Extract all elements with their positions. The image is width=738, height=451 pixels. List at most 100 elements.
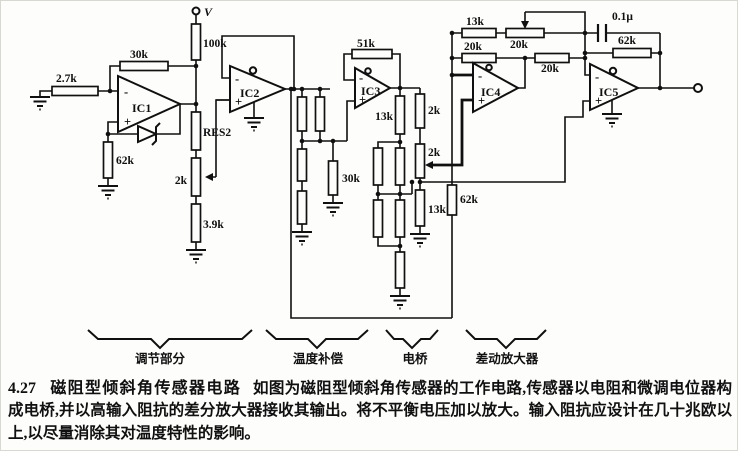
label-r-20k-b: 20k (541, 63, 560, 75)
brace-bridge (385, 329, 439, 350)
label-r-13k-lower: 13k (428, 204, 447, 216)
ic4-minus-sign: - (478, 69, 482, 83)
figure-caption: 4.27 磁阻型倾斜角传感器电路如图为磁阻型倾斜角传感器的工作电路,传感器以电阻和… (8, 377, 732, 445)
ground-symbol (389, 295, 411, 310)
label-r-20k-a: 20k (464, 41, 483, 53)
resistor-tc-b1 (314, 96, 326, 132)
wires-temp-comp (301, 89, 355, 232)
resistor-30k-feedback (119, 60, 169, 72)
opamp-ic2 (229, 64, 288, 114)
potentiometer-2k-adjust (190, 157, 202, 197)
wires-ic4-inputs (433, 73, 473, 167)
ground-symbol (243, 117, 265, 132)
section-label-adjust: 调节部分 (135, 351, 186, 366)
opamp-ic1 (117, 74, 183, 134)
section-label-temp-comp: 温度补偿 (293, 351, 344, 366)
label-r-3.9k: 3.9k (203, 219, 224, 231)
ic3-minus-sign: - (359, 71, 363, 85)
label-pot-2k-adjust: 2k (175, 175, 188, 187)
potentiometer-20k-gain (505, 27, 545, 39)
wiper-arrows (205, 21, 529, 181)
ground-symbol (409, 233, 431, 248)
label-ic5: IC5 (599, 85, 618, 99)
bridge-sensor-r4 (394, 199, 406, 238)
brace-diff-amp (465, 329, 547, 350)
label-supply-v: V (204, 5, 213, 19)
label-ic3: IC3 (361, 84, 380, 98)
ic2-plus-sign: + (235, 95, 242, 109)
supply-terminal (191, 6, 201, 16)
wires-ic3-stage (343, 53, 421, 96)
resistor-30k-ground (327, 160, 339, 196)
wires-bridge (377, 100, 590, 296)
wiper-arrow-pot-20k (521, 21, 529, 29)
resistor-13k-top (394, 95, 406, 135)
ground-symbol (185, 249, 207, 264)
ground-symbol (601, 113, 623, 128)
ground-symbol (97, 185, 119, 200)
resistor-2.7k (51, 85, 99, 97)
ic5-minus-sign: - (595, 70, 599, 84)
label-r-13k-right: 13k (466, 16, 485, 28)
caption-number: 4.27 (8, 380, 36, 397)
resistor-13k-right (461, 27, 497, 39)
bridge-sensor-r3 (372, 199, 384, 238)
potentiometer-2k-bridge (414, 143, 426, 179)
opamp-ic5 (589, 62, 641, 112)
label-r-2.7k: 2.7k (56, 73, 77, 85)
label-r-62k-fb: 62k (618, 35, 637, 47)
resistor-13k-lower (414, 189, 426, 227)
capacitor-0.1u (596, 24, 608, 42)
opamp-triangles (117, 61, 641, 134)
label-r-30k: 30k (130, 49, 149, 61)
wiper-arrow-pot-2k-bridge (425, 161, 433, 169)
label-pot-2k-bridge: 2k (428, 147, 441, 159)
zener-diode (137, 122, 161, 146)
opamp-ic4 (472, 61, 521, 114)
brace-adjust (87, 329, 253, 350)
section-braces (87, 329, 547, 350)
offset-bubble-ic3 (364, 67, 372, 75)
caption-body: 如图为磁阻型倾斜角传感器的工作电路,传感器以电阻和微调电位器构成电桥,并以高输入… (8, 380, 732, 442)
junction-dots (105, 30, 663, 249)
resistor-20k-b (534, 52, 570, 64)
label-r-62k-mid: 62k (460, 194, 479, 206)
resistor-62k-left (102, 141, 114, 179)
section-label-bridge: 电桥 (402, 351, 428, 366)
resistor-3.9k (190, 203, 202, 243)
circuit-schematic: 2.7k 30k 100k V 62k RES2 2k 3.9k 51k 30k… (29, 5, 703, 366)
label-r-51k: 51k (357, 38, 376, 50)
label-ic2: IC2 (240, 86, 259, 100)
bridge-sensor-r5 (394, 251, 406, 289)
wires-diff-amp (451, 11, 694, 318)
output-terminal (693, 83, 703, 93)
resistors (51, 23, 652, 289)
label-r-2k-upper: 2k (428, 105, 441, 117)
ground-symbol (322, 202, 344, 217)
resistor-51k (351, 48, 393, 60)
resistor-100k (190, 23, 202, 61)
label-pot-20k: 20k (510, 39, 529, 51)
label-r-13k-top: 13k (375, 111, 394, 123)
label-ic1: IC1 (132, 101, 151, 115)
resistor-2k-upper (414, 93, 426, 129)
caption-title: 磁阻型倾斜角传感器电路 (50, 380, 242, 397)
ic4-plus-sign: + (478, 94, 485, 108)
resistor-tc-a1 (296, 96, 308, 132)
ic1-plus-sign: + (124, 115, 131, 129)
section-label-diff-amp: 差动放大器 (475, 351, 539, 366)
ic5-plus-sign: + (595, 94, 602, 108)
offset-bubble-ic2 (248, 66, 258, 75)
wires-buffer-stage (216, 35, 452, 319)
ground-symbol (29, 96, 51, 111)
resistor-62k-feedback (612, 47, 652, 59)
resistor-tc-a2 (296, 148, 308, 182)
bridge-sensor-r2 (394, 147, 406, 186)
label-r-62k-left: 62k (116, 155, 135, 167)
resistor-62k-mid (446, 184, 458, 216)
wiper-arrow-pot-2k-adjust (205, 173, 213, 181)
bridge-sensor-r1 (372, 147, 384, 186)
label-ic4: IC4 (481, 85, 500, 99)
resistor-res2 (190, 111, 202, 151)
